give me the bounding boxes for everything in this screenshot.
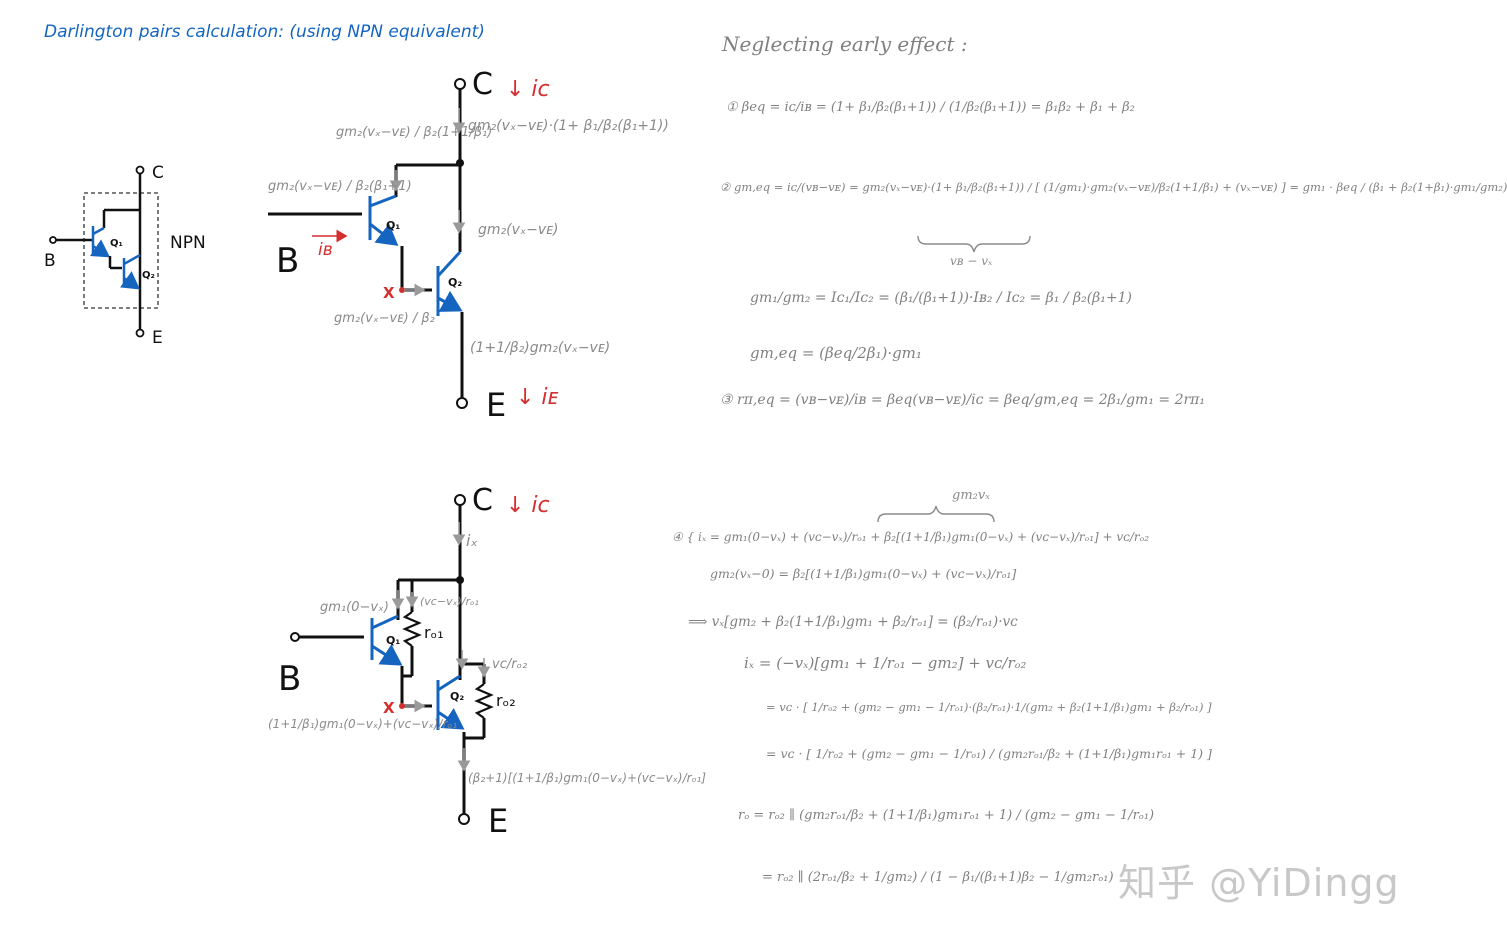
c1-note-left-top: gm₂(vₓ−vᴇ) / β₂(1+1/β₁)	[336, 125, 492, 140]
npn-symbol: C B E Q₁ Q₂ NPN	[44, 163, 206, 348]
c1-note-out: (1+1/β₂)gm₂(vₓ−vᴇ)	[470, 340, 610, 356]
c2-c-label: C	[472, 483, 493, 518]
brace-vb-vx	[917, 235, 1031, 253]
symbol-e-label: E	[152, 328, 163, 348]
c2-x-label: X	[383, 699, 395, 717]
symbol-npn-label: NPN	[170, 233, 206, 253]
eq-ix-system-2: gm₂(vₓ−0) = β₂[(1+1/β₁)gm₁(0−vₓ) + (vᴄ−v…	[710, 566, 1017, 581]
c2-note-x: (1+1/β₁)gm₁(0−vₓ)+(vᴄ−vₓ)/rₒ₁	[268, 717, 457, 731]
eq-rpi-eq: ③ rπ,eq = (vʙ−vᴇ)/iʙ = βeq(vʙ−vᴇ)/iᴄ = β…	[720, 392, 1205, 408]
c1-note-x: gm₂(vₓ−vᴇ) / β₂	[334, 311, 435, 326]
c2-ix-label: iₓ	[466, 531, 478, 550]
c1-x-label: X	[383, 284, 395, 302]
eq-ix-system-1: ④ { iₓ = gm₁(0−vₓ) + (vᴄ−vₓ)/rₒ₁ + β₂[(1…	[672, 530, 1150, 544]
c2-q1-label: Q₁	[386, 634, 400, 647]
c1-c-label: C	[472, 67, 493, 102]
c2-note-gm1: gm₁(0−vₓ)	[320, 600, 389, 615]
c1-ie-label: ↓ iᴇ	[516, 385, 559, 410]
eq-gm-eq: ② gm,eq = iᴄ/(vʙ−vᴇ) = gm₂(vₓ−vᴇ)·(1+ β₁…	[720, 180, 1507, 194]
circuit-2: C ↓ iᴄ iₓ B E Q₁ Q₂ rₒ₁ rₒ₂ X gm₁(0−vₓ) …	[268, 483, 706, 840]
circuit-diagram: C B E Q₁ Q₂ NPN C ↓ iᴄ B iʙ E ↓ iᴇ	[44, 67, 1031, 840]
c2-ro1-label: rₒ₁	[424, 623, 444, 642]
eq-beta-eq: ① βeq = iᴄ/iʙ = (1+ β₁/β₂(β₁+1)) / (1/β₂…	[726, 100, 1135, 115]
c1-ic-label: ↓ iᴄ	[506, 77, 550, 102]
eq-vx-solve: ⟹ vₓ[gm₂ + β₂(1+1/β₁)gm₁ + β₂/rₒ₁] = (β₂…	[688, 614, 1018, 630]
c2-e-label: E	[488, 802, 508, 840]
c1-note-base: gm₂(vₓ−vᴇ) / β₂(β₁+1)	[268, 179, 412, 194]
eq-ro-final: = rₒ₂ ∥ (2rₒ₁/β₂ + 1/gm₂) / (1 − β₁/(β₁+…	[762, 870, 1114, 885]
symbol-q1-label: Q₁	[110, 238, 123, 249]
c1-note-top: gm₂(vₓ−vᴇ)·(1+ β₁/β₂(β₁+1))	[468, 118, 669, 134]
c2-ro2-label: rₒ₂	[496, 691, 516, 710]
symbol-c-label: C	[152, 163, 164, 183]
note-gm2vx: gm₂vₓ	[952, 488, 990, 503]
symbol-b-label: B	[44, 251, 56, 271]
c2-b-label: B	[278, 659, 301, 699]
c1-b-label: B	[276, 241, 299, 281]
c1-ib-label: iʙ	[318, 240, 333, 260]
symbol-q2-label: Q₂	[142, 270, 155, 281]
watermark: 知乎 @YiDingg	[1118, 861, 1400, 905]
c2-note-vc-ro1: (vᴄ−vₓ)/rₒ₁	[420, 595, 479, 608]
eq-gm-eq-simplified: gm,eq = (βeq/2β₁)·gm₁	[750, 344, 922, 362]
circuit-1: C ↓ iᴄ B iʙ E ↓ iᴇ Q₁ Q₂ X gm₂(vₓ−vᴇ)·(1…	[268, 67, 669, 424]
eq-ro: rₒ = rₒ₂ ∥ (gm₂rₒ₁/β₂ + (1+1/β₁)gm₁rₒ₁ +…	[738, 808, 1155, 823]
c2-note-vc-ro2: vᴄ/rₒ₂	[492, 657, 527, 672]
eq-ix-vc-1: = vᴄ · [ 1/rₒ₂ + (gm₂ − gm₁ − 1/rₒ₁)·(β₂…	[766, 700, 1212, 714]
page-title: Darlington pairs calculation: (using NPN…	[44, 22, 485, 42]
c2-q2-label: Q₂	[450, 690, 464, 703]
heading-neglecting-early-effect: Neglecting early effect :	[722, 32, 968, 56]
eq-ix-vc-2: = vᴄ · [ 1/rₒ₂ + (gm₂ − gm₁ − 1/rₒ₁) / (…	[766, 746, 1212, 761]
c2-ic-label: ↓ iᴄ	[506, 493, 550, 518]
c1-note-mid: gm₂(vₓ−vᴇ)	[478, 222, 558, 238]
c1-q1-label: Q₁	[386, 219, 400, 232]
c2-note-out: (β₂+1)[(1+1/β₁)gm₁(0−vₓ)+(vᴄ−vₓ)/rₒ₁]	[468, 771, 706, 785]
brace-gm2vx	[877, 505, 995, 523]
c1-e-label: E	[486, 386, 506, 424]
note-vb-vx: vʙ − vₓ	[950, 254, 993, 268]
eq-gm-ratio: gm₁/gm₂ = Iᴄ₁/Iᴄ₂ = (β₁/(β₁+1))·Iʙ₂ / Iᴄ…	[750, 290, 1132, 306]
c1-q2-label: Q₂	[448, 276, 462, 289]
eq-ix-expr: iₓ = (−vₓ)[gm₁ + 1/rₒ₁ − gm₂] + vᴄ/rₒ₂	[744, 654, 1027, 672]
